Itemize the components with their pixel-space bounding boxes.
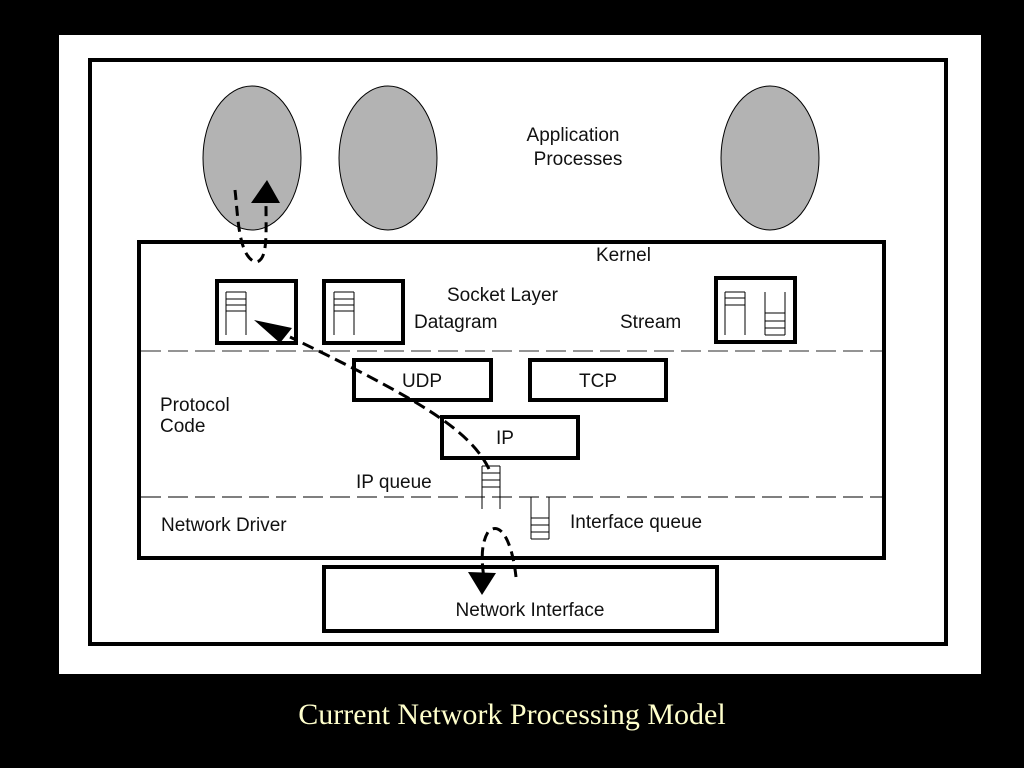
socket-layer-label: Socket Layer bbox=[447, 285, 559, 306]
apps-label-line2: Processes bbox=[534, 149, 623, 170]
protocol-label-line2: Code bbox=[160, 416, 205, 437]
ip-queue-icon bbox=[481, 465, 501, 509]
arrowhead-down-icon bbox=[468, 572, 496, 595]
arrowhead-up-icon bbox=[251, 180, 280, 203]
app-process-2 bbox=[338, 85, 438, 231]
socket-buffer-icon bbox=[333, 291, 355, 335]
udp-label: UDP bbox=[402, 371, 442, 392]
app-process-3 bbox=[720, 85, 820, 231]
socket-buffer-icon bbox=[225, 291, 247, 335]
ip-queue-label: IP queue bbox=[356, 472, 432, 493]
network-interface-label: Network Interface bbox=[456, 600, 605, 621]
apps-label-line1: Application bbox=[527, 125, 620, 146]
tcp-label: TCP bbox=[579, 371, 617, 392]
udp-box bbox=[352, 358, 493, 402]
slide-canvas: Application Processes Kernel Socket Laye… bbox=[59, 35, 981, 674]
interface-queue-label: Interface queue bbox=[570, 512, 702, 533]
datagram-socket-2 bbox=[322, 279, 405, 345]
network-driver-label: Network Driver bbox=[161, 515, 287, 536]
arrowhead-socket-icon bbox=[254, 320, 292, 343]
packet-path-to-app bbox=[233, 189, 268, 264]
datagram-label: Datagram bbox=[414, 312, 497, 333]
stream-socket bbox=[714, 276, 797, 344]
packet-path-to-interface bbox=[480, 527, 518, 579]
stream-label: Stream bbox=[620, 312, 681, 333]
outer-frame bbox=[88, 58, 948, 646]
app-process-1 bbox=[202, 85, 302, 231]
interface-queue-icon bbox=[530, 497, 550, 540]
receive-buffer-icon bbox=[764, 292, 786, 336]
network-interface-box bbox=[322, 565, 719, 633]
network-diagram: Application Processes Kernel Socket Laye… bbox=[88, 58, 948, 646]
kernel-label: Kernel bbox=[596, 245, 651, 266]
packet-path-ip-to-socket bbox=[289, 335, 491, 470]
ip-label: IP bbox=[496, 428, 514, 449]
send-buffer-icon bbox=[724, 291, 746, 335]
slide-caption: Current Network Processing Model bbox=[298, 698, 726, 731]
protocol-label-line1: Protocol bbox=[160, 395, 230, 416]
ip-box bbox=[440, 415, 580, 460]
tcp-box bbox=[528, 358, 668, 402]
datagram-socket-1 bbox=[215, 279, 298, 345]
